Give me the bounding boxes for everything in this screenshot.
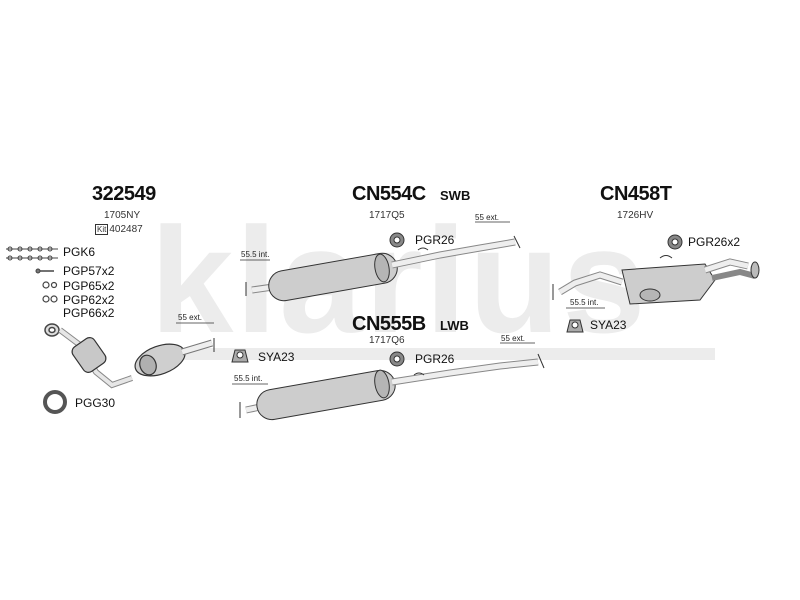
- part-code-cn458t: CN458T: [600, 183, 672, 205]
- part-code-cn555b: CN555B: [352, 313, 426, 335]
- cn555b-silencer: [232, 342, 545, 421]
- pgr26x2-clamp-icon: [667, 234, 683, 250]
- part-pgr26-lower: PGR26: [415, 352, 455, 366]
- part-pgp57x2: PGP57x2: [63, 264, 115, 278]
- sya23-hanger-icon-left: [231, 349, 249, 363]
- part-pgg30: PGG30: [75, 396, 116, 410]
- kit-box-label: Kit: [95, 224, 109, 235]
- cn458t-rear-silencer: [552, 255, 760, 309]
- cn554c-dim-ext: 55 ext.: [475, 213, 500, 222]
- part-pgp66x2: PGP66x2: [63, 306, 115, 320]
- pgr26-clamp-icon-upper: [389, 232, 405, 248]
- part-sya23-right: SYA23: [590, 318, 627, 332]
- part-pgr26x2: PGR26x2: [688, 235, 741, 249]
- part-pgp62x2: PGP62x2: [63, 293, 115, 307]
- part-pgk6: PGK6: [63, 245, 96, 259]
- cat-dim-55-ext: 55 ext.: [178, 313, 203, 322]
- variant-tag-swb: SWB: [440, 188, 471, 203]
- clamp-kit-icons: [6, 246, 58, 261]
- pgr26-clamp-icon-lower: [389, 351, 405, 367]
- kit-number-value: 402487: [109, 224, 143, 235]
- ref-code-1717q5: 1717Q5: [369, 210, 405, 221]
- nut-icons: [42, 281, 58, 303]
- part-code-322549: 322549: [92, 183, 156, 205]
- catalytic-converter: [58, 322, 215, 389]
- bolt-icon: [35, 268, 54, 274]
- cn555b-dim-int: 55.5 int.: [234, 374, 263, 383]
- part-code-cn554c: CN554C: [352, 183, 426, 205]
- part-pgr26-upper: PGR26: [415, 233, 455, 247]
- cn458t-dim-int: 55.5 int.: [570, 298, 599, 307]
- pgg30-gasket-icon: [43, 390, 67, 414]
- cn555b-dim-ext: 55 ext.: [501, 334, 526, 343]
- watermark-underline: [150, 348, 715, 360]
- ref-code-1705ny: 1705NY: [104, 210, 141, 221]
- ref-code-1726hv: 1726HV: [617, 210, 654, 221]
- sya23-hanger-icon-right: [566, 319, 584, 333]
- ref-code-1717q6: 1717Q6: [369, 335, 405, 346]
- part-sya23-left: SYA23: [258, 350, 295, 364]
- cn554c-silencer: [240, 221, 521, 302]
- part-pgp65x2: PGP65x2: [63, 279, 115, 293]
- brand-watermark: klarius: [150, 196, 648, 364]
- ring-gasket-icon: [44, 323, 60, 337]
- variant-tag-lwb: LWB: [440, 318, 469, 333]
- cn554c-dim-int: 55.5 int.: [241, 250, 270, 259]
